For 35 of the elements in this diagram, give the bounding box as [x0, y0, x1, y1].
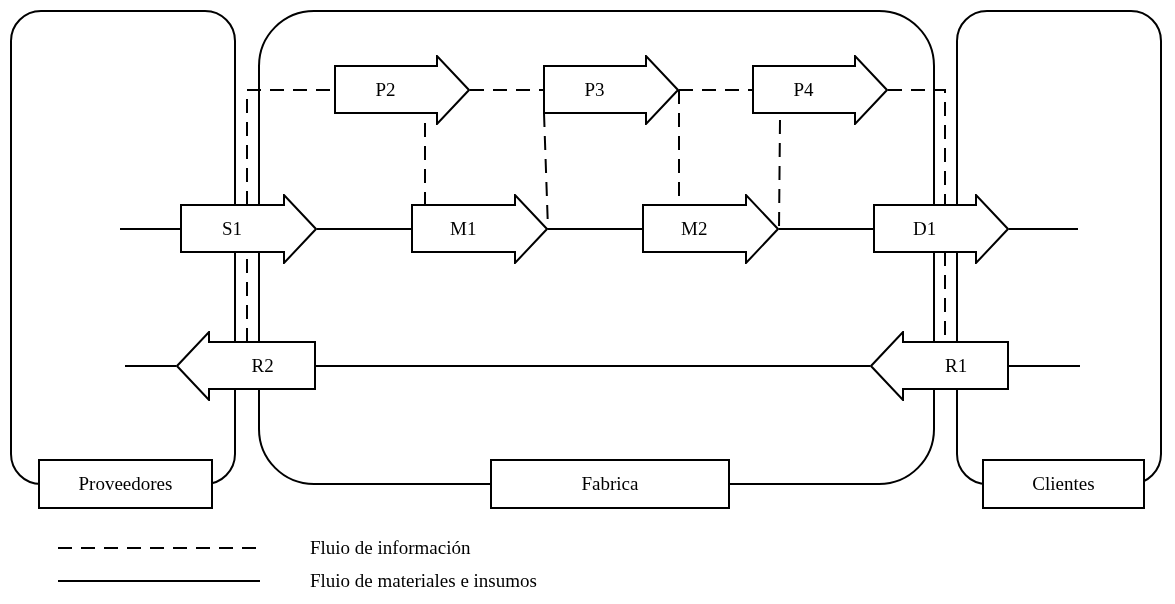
dashed-connector	[678, 89, 753, 91]
legend-text: Fluio de materiales e insumos	[310, 570, 537, 592]
connector-line	[1008, 365, 1081, 367]
process-arrow	[873, 194, 1009, 264]
legend-text: Fluio de información	[310, 537, 471, 559]
process-arrow	[176, 331, 316, 401]
arrow-label: P2	[375, 79, 396, 101]
process-arrow	[870, 331, 1009, 401]
connector-line	[778, 228, 874, 230]
region-label: Fabrica	[490, 459, 730, 509]
process-arrow	[180, 194, 317, 264]
arrow-label: M2	[681, 218, 708, 240]
connector-line	[316, 228, 412, 230]
arrow-label: P4	[793, 79, 814, 101]
region-label: Proveedores	[38, 459, 213, 509]
process-arrow	[411, 194, 548, 264]
connector-line	[119, 228, 181, 230]
arrow-label: P3	[584, 79, 605, 101]
arrow-label: R1	[945, 355, 968, 377]
connector-line	[1008, 228, 1079, 230]
process-arrow	[543, 55, 679, 125]
process-arrow	[642, 194, 779, 264]
arrow-label: M1	[450, 218, 477, 240]
arrow-label: D1	[913, 218, 937, 240]
arrow-label: S1	[222, 218, 243, 240]
dashed-connector	[424, 122, 426, 207]
dashed-connector	[887, 89, 946, 206]
process-arrow	[334, 55, 470, 125]
arrow-label: R2	[251, 355, 274, 377]
region-label: Clientes	[982, 459, 1145, 509]
connector-line	[124, 365, 177, 367]
dashed-connector	[469, 89, 544, 91]
connector-line	[315, 365, 871, 367]
connector-line	[547, 228, 643, 230]
process-arrow	[752, 55, 888, 125]
